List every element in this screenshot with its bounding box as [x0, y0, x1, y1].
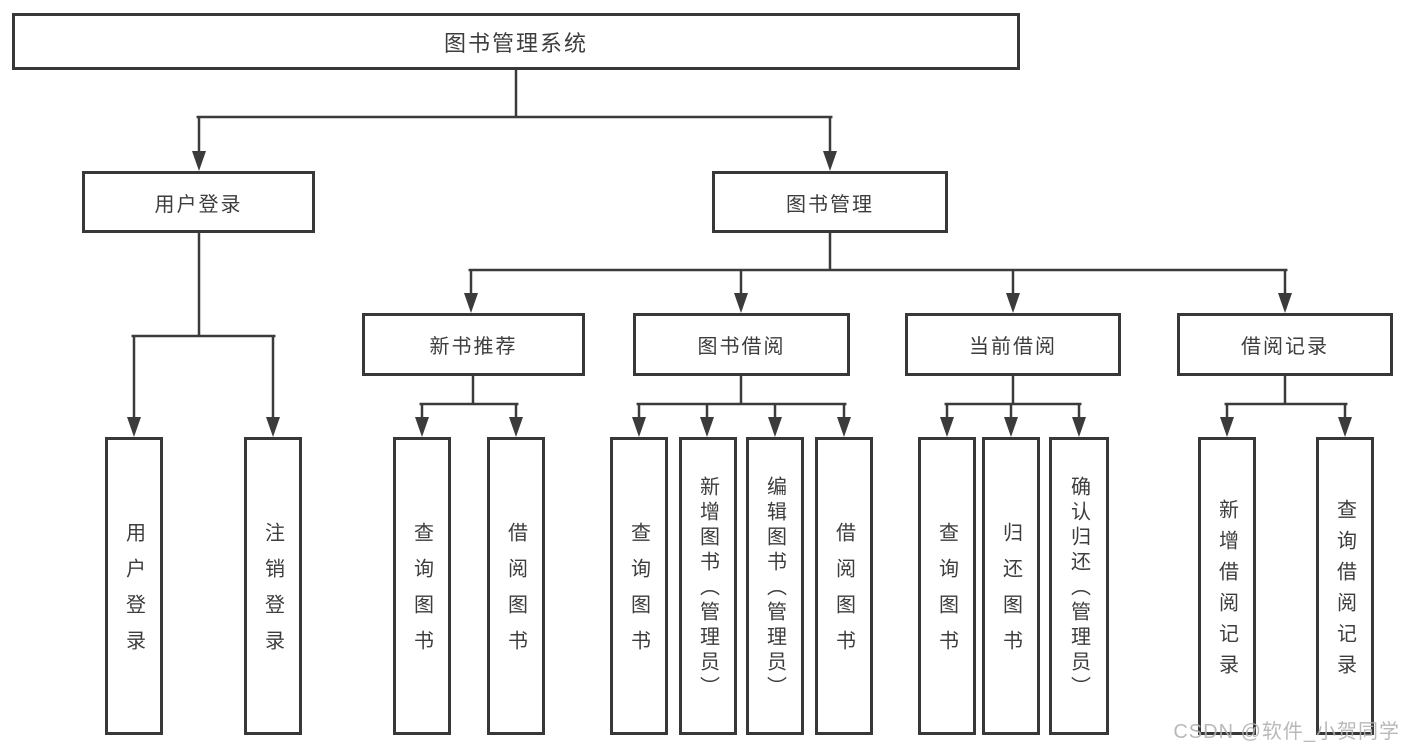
connector-borrowrecords-to-leaves	[1224, 374, 1348, 420]
leaf-return-books: 归还图书	[982, 437, 1040, 735]
leaf-borrow-books-borrowing: 借阅图书	[815, 437, 873, 735]
leaf-label: 用户登录	[122, 522, 145, 666]
node-label: 用户登录	[154, 193, 243, 216]
node-label: 当前借阅	[969, 336, 1057, 358]
connector-userlogin-to-leaves	[131, 231, 276, 420]
leaf-query-books-borrowing: 查询图书	[610, 437, 668, 735]
leaf-label: 查询图书	[410, 522, 433, 666]
node-label: 图书管理系统	[443, 30, 588, 56]
leaf-label: 查询借阅记录	[1333, 498, 1356, 685]
node-book-management: 图书管理	[712, 171, 948, 233]
leaf-label: 借阅图书	[504, 522, 527, 666]
leaf-label: 新增图书（管理员）	[696, 476, 719, 701]
connector-bookmgmt-to-level3	[468, 231, 1288, 296]
node-label: 新书推荐	[429, 336, 518, 358]
leaf-label: 查询图书	[935, 522, 958, 666]
connector-newbookrec-to-leaves	[419, 374, 519, 420]
node-current-borrowing: 当前借阅	[905, 313, 1121, 376]
leaf-query-borrow-record: 查询借阅记录	[1316, 437, 1374, 735]
leaf-query-books-current: 查询图书	[918, 437, 976, 735]
connector-bookborrow-to-leaves	[636, 374, 847, 420]
leaf-logout: 注销登录	[244, 437, 302, 735]
node-library-management-system: 图书管理系统	[12, 13, 1020, 70]
connector-root-to-level2	[196, 67, 833, 154]
csdn-watermark: CSDN @软件_小贺同学	[1173, 721, 1400, 743]
leaf-label: 归还图书	[999, 522, 1022, 666]
leaf-label: 编辑图书（管理员）	[763, 476, 786, 701]
leaf-user-login: 用户登录	[105, 437, 163, 735]
leaf-confirm-return-admin: 确认归还（管理员）	[1049, 437, 1109, 735]
leaf-edit-book-admin: 编辑图书（管理员）	[746, 437, 804, 735]
leaf-label: 借阅图书	[832, 522, 855, 666]
leaf-label: 确认归还（管理员）	[1067, 476, 1090, 701]
node-borrowing-records: 借阅记录	[1177, 313, 1393, 376]
leaf-label: 注销登录	[261, 522, 284, 666]
arrowheads	[127, 151, 1352, 437]
node-label: 图书借阅	[697, 336, 786, 358]
leaf-label: 查询图书	[627, 522, 650, 666]
node-new-book-recommend: 新书推荐	[362, 313, 585, 376]
connector-currentborrow-to-leaves	[944, 374, 1082, 420]
node-label: 图书管理	[786, 193, 874, 216]
node-book-borrowing: 图书借阅	[633, 313, 850, 376]
leaf-add-book-admin: 新增图书（管理员）	[679, 437, 737, 735]
leaf-add-borrow-record: 新增借阅记录	[1198, 437, 1256, 735]
node-label: 借阅记录	[1241, 336, 1329, 358]
leaf-borrow-books-recommend: 借阅图书	[487, 437, 545, 735]
node-user-login: 用户登录	[82, 171, 315, 233]
leaf-label: 新增借阅记录	[1215, 498, 1238, 685]
leaf-query-books-recommend: 查询图书	[393, 437, 451, 735]
